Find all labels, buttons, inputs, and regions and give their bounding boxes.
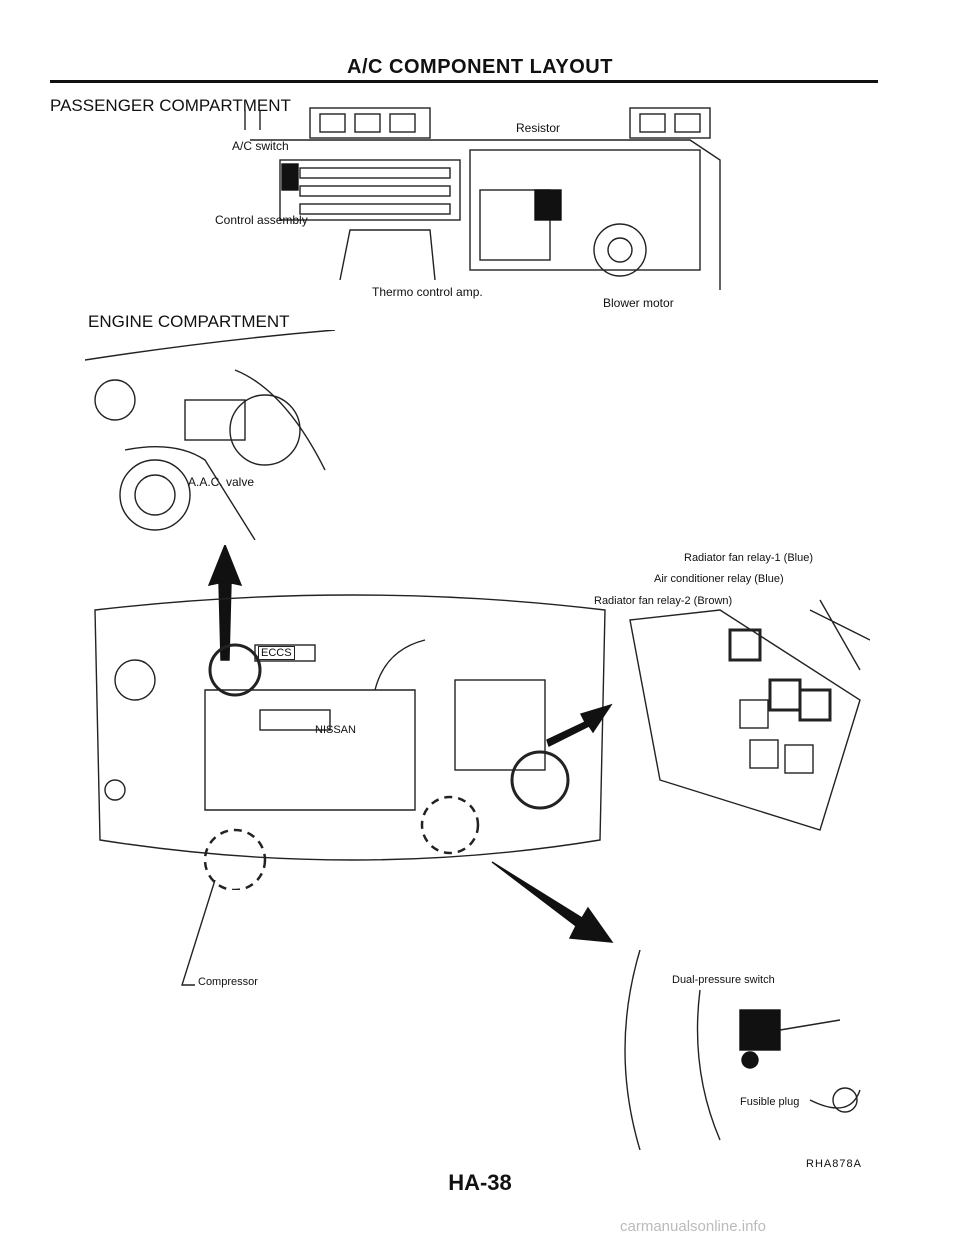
air-conditioner-relay-label: Air conditioner relay (Blue) xyxy=(654,573,784,585)
page-title: A/C COMPONENT LAYOUT xyxy=(347,56,613,78)
engine-bay-illustration xyxy=(94,594,606,890)
dual-pressure-switch-label: Dual-pressure switch xyxy=(672,974,775,986)
figure-code: RHA878A xyxy=(806,1158,862,1170)
dual-pressure-switch-illustration xyxy=(624,950,861,1150)
radiator-fan-relay-1-label: Radiator fan relay-1 (Blue) xyxy=(684,552,814,564)
nissan-label: NISSAN xyxy=(315,724,356,736)
relay-box-illustration xyxy=(629,599,870,831)
radiator-fan-relay-2-label: Radiator fan relay-2 (Brown) xyxy=(594,595,733,607)
engine-compartment-heading: ENGINE COMPARTMENT xyxy=(88,312,290,331)
passenger-compartment-illustration xyxy=(244,107,721,290)
resistor-label: Resistor xyxy=(516,121,561,135)
control-assembly-label: Control assembly xyxy=(215,213,308,227)
eccs-label: ECCS xyxy=(258,646,295,660)
aac-valve-label: A.A.C. valve xyxy=(188,475,255,489)
blower-motor-label: Blower motor xyxy=(603,296,674,310)
arrow-up-icon xyxy=(207,545,243,661)
arrow-right-icon xyxy=(546,703,613,747)
watermark: carmanualsonline.info xyxy=(620,1218,766,1235)
ac-switch-label: A/C switch xyxy=(232,139,289,153)
compressor-leader-line xyxy=(181,880,216,986)
aac-valve-illustration xyxy=(85,330,336,540)
thermo-control-amp-label: Thermo control amp. xyxy=(372,285,483,299)
passenger-compartment-heading: PASSENGER COMPARTMENT xyxy=(50,96,291,115)
fusible-plug-label: Fusible plug xyxy=(740,1096,800,1108)
compressor-label: Compressor xyxy=(198,976,258,988)
arrow-down-right-icon xyxy=(491,861,614,943)
title-rule xyxy=(50,80,878,83)
page-number: HA-38 xyxy=(448,1170,512,1195)
